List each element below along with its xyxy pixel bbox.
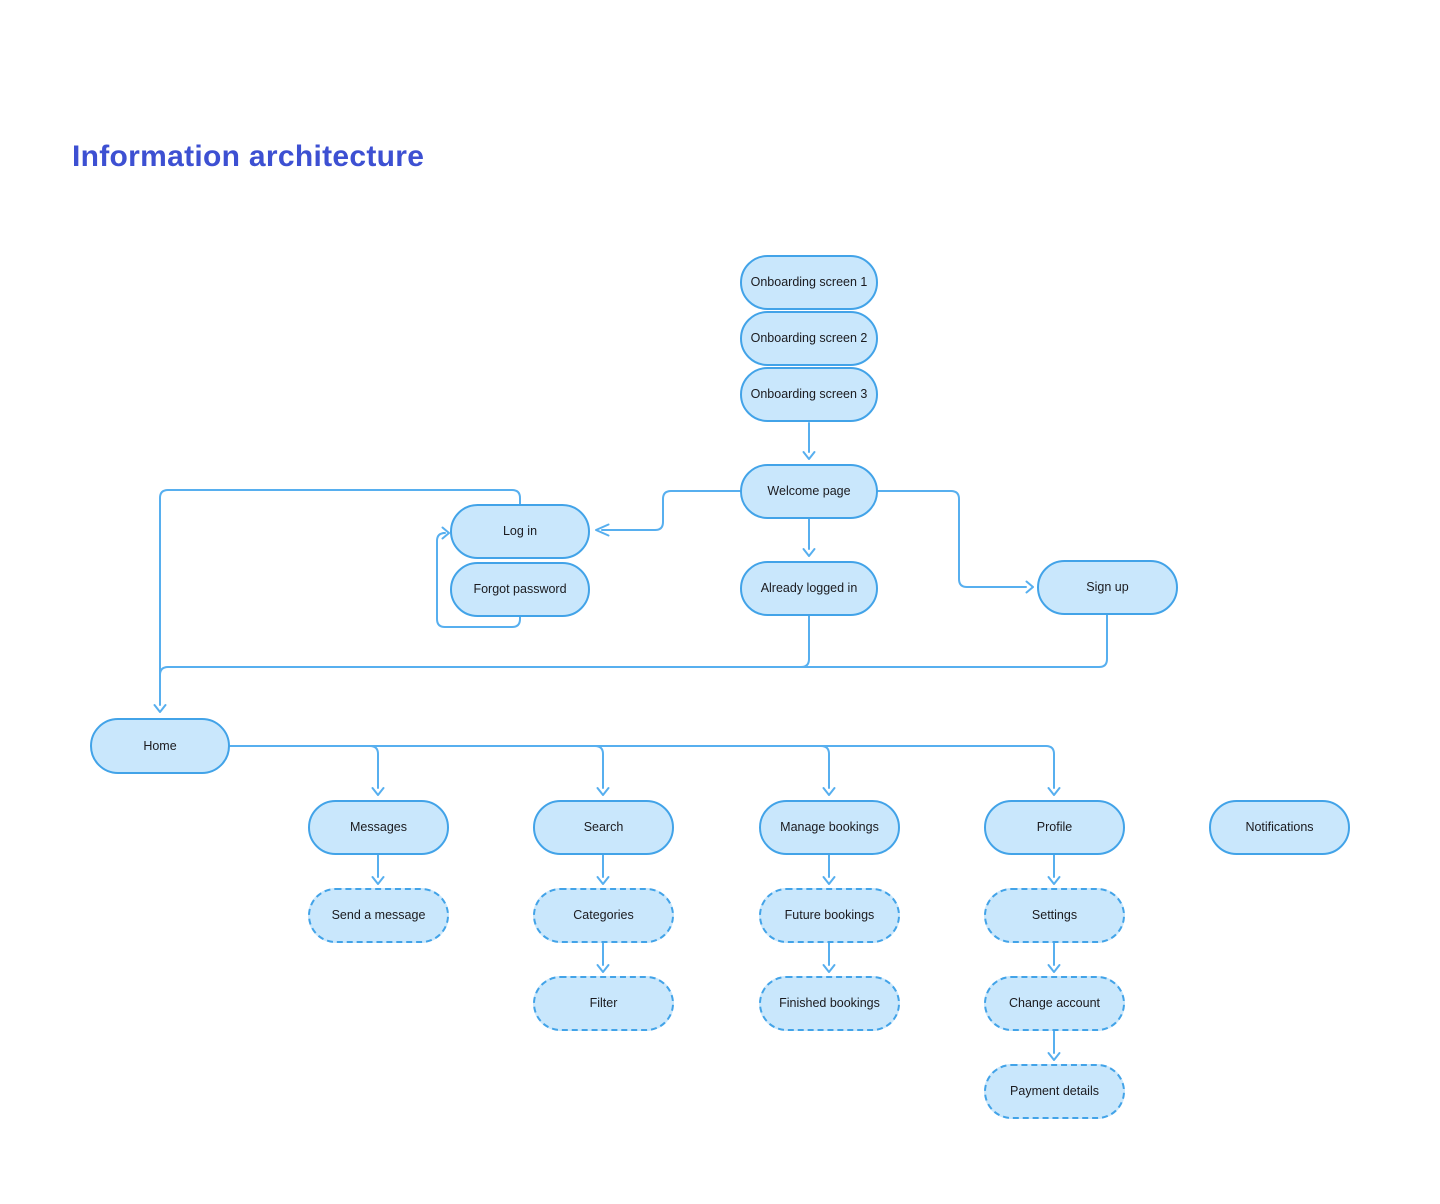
node-manage-bookings: Manage bookings [759, 800, 900, 855]
node-forgot-password: Forgot password [450, 562, 590, 617]
node-already-logged-in: Already logged in [740, 561, 878, 616]
node-onboarding-screen-2: Onboarding screen 2 [740, 311, 878, 366]
edge-settings-change-account [1047, 942, 1061, 973]
node-sign-up: Sign up [1037, 560, 1178, 615]
edge-welcome-login [595, 490, 741, 537]
node-home: Home [90, 718, 230, 774]
edge-already-logged-in-home [800, 615, 810, 668]
edge-login-home [153, 489, 521, 713]
node-onboarding-screen-3: Onboarding screen 3 [740, 367, 878, 422]
edge-home-profile-trunk [229, 745, 1061, 796]
node-settings: Settings [984, 888, 1125, 943]
node-categories: Categories [533, 888, 674, 943]
node-profile: Profile [984, 800, 1125, 855]
edge-home-search [594, 745, 610, 796]
edge-home-manage-bookings [820, 745, 836, 796]
node-change-account: Change account [984, 976, 1125, 1031]
edge-welcome-already-logged-in [802, 518, 816, 557]
node-send-a-message: Send a message [308, 888, 449, 943]
edge-categories-filter [596, 942, 610, 973]
node-log-in: Log in [450, 504, 590, 559]
edge-home-messages [369, 745, 385, 796]
edge-change-account-payment-details [1047, 1030, 1061, 1061]
edge-manage-bookings-future-bookings [822, 854, 836, 885]
node-onboarding-screen-1: Onboarding screen 1 [740, 255, 878, 310]
edge-welcome-signup [877, 490, 1034, 594]
node-messages: Messages [308, 800, 449, 855]
edge-search-categories [596, 854, 610, 885]
node-finished-bookings: Finished bookings [759, 976, 900, 1031]
node-filter: Filter [533, 976, 674, 1031]
node-notifications: Notifications [1209, 800, 1350, 855]
edge-signup-home [159, 614, 1108, 676]
page-title: Information architecture [72, 140, 425, 173]
node-payment-details: Payment details [984, 1064, 1125, 1119]
node-future-bookings: Future bookings [759, 888, 900, 943]
edge-onboarding3-welcome [802, 422, 816, 460]
edge-messages-send-a-message [371, 854, 385, 885]
edge-future-bookings-finished-bookings [822, 942, 836, 973]
node-search: Search [533, 800, 674, 855]
node-welcome-page: Welcome page [740, 464, 878, 519]
edge-forgot-password-login [436, 526, 521, 628]
edge-profile-settings [1047, 854, 1061, 885]
